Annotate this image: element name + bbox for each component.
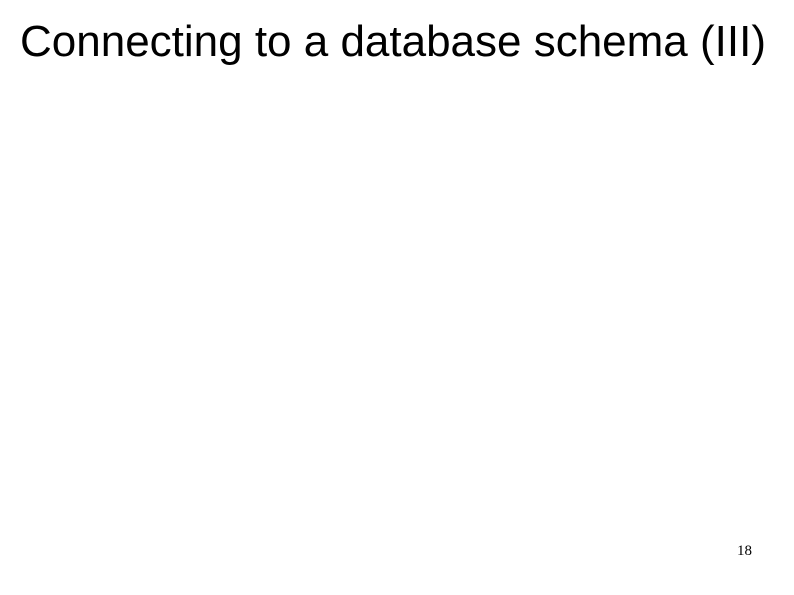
slide-title: Connecting to a database schema (III) [20,17,766,66]
page-number: 18 [737,543,752,559]
